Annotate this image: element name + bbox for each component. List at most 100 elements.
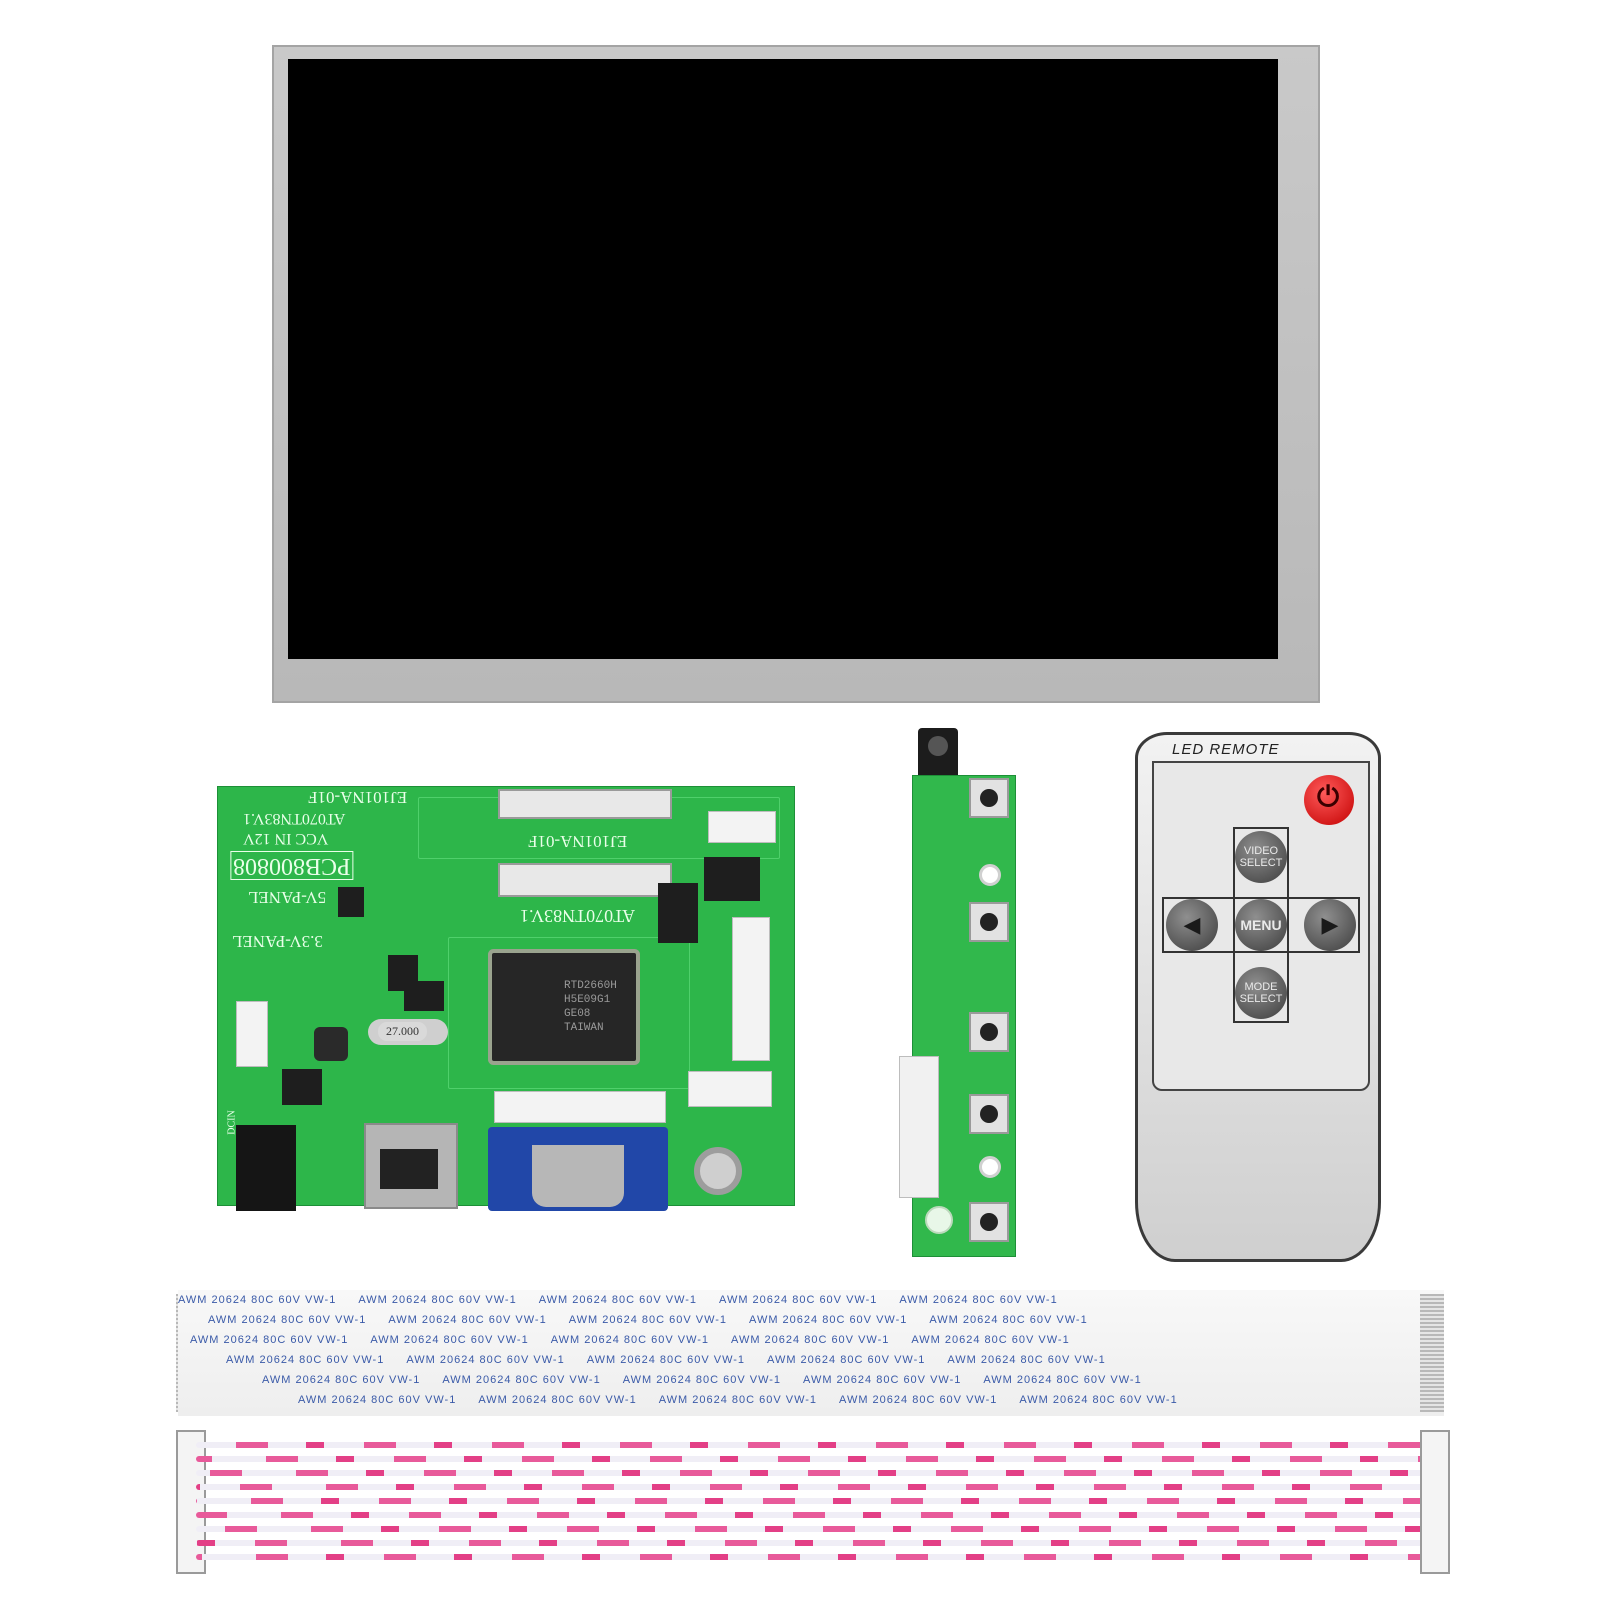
dpad-frame-horizontal bbox=[1162, 897, 1360, 953]
ffc-print: AWM 20624 80C 60V VW-1 bbox=[947, 1354, 1106, 1366]
harness-connector-right bbox=[1420, 1430, 1450, 1574]
ffc-print: AWM 20624 80C 60V VW-1 bbox=[226, 1354, 385, 1366]
ffc-print: AWM 20624 80C 60V VW-1 bbox=[550, 1334, 710, 1346]
vga-socket bbox=[532, 1145, 624, 1207]
ffc-print-row: AWM 20624 80C 60V VW-1 AWM 20624 80C 60V … bbox=[178, 1394, 1564, 1412]
crystal: 27.000 bbox=[368, 1019, 448, 1045]
white-connector bbox=[708, 811, 776, 843]
silk-5v-panel: 5V-PANEL bbox=[248, 888, 327, 907]
smd-chip bbox=[282, 1069, 322, 1105]
chip-line: RTD2660H bbox=[564, 980, 617, 992]
switch-cap bbox=[980, 1105, 998, 1123]
ffc-contacts-right bbox=[1420, 1294, 1444, 1412]
right-arrow-icon: ▶ bbox=[1321, 912, 1339, 937]
white-connector bbox=[688, 1071, 772, 1107]
lcd-panel bbox=[272, 45, 1320, 703]
right-button[interactable]: ▶ bbox=[1304, 899, 1356, 951]
tact-switch bbox=[969, 902, 1009, 942]
ffc-print: AWM 20624 80C 60V VW-1 bbox=[983, 1374, 1142, 1386]
silk-version: AT070TN83V.1 bbox=[243, 810, 346, 827]
ffc-print: AWM 20624 80C 60V VW-1 bbox=[911, 1334, 1070, 1346]
crystal-label: 27.000 bbox=[378, 1022, 427, 1041]
left-button[interactable]: ◀ bbox=[1166, 899, 1218, 951]
ffc-print-row: AWM 20624 80C 60V VW-1 AWM 20624 80C 60V … bbox=[178, 1374, 1528, 1392]
wire bbox=[196, 1526, 1434, 1532]
wire bbox=[196, 1442, 1434, 1448]
ffc-print: AWM 20624 80C 60V VW-1 bbox=[749, 1314, 908, 1326]
silk-pcb-id: PCB800808 bbox=[230, 851, 354, 880]
ffc-print: AWM 20624 80C 60V VW-1 bbox=[208, 1314, 367, 1326]
wire bbox=[196, 1470, 1434, 1476]
smd-chip bbox=[704, 857, 760, 901]
menu-button[interactable]: MENU bbox=[1235, 899, 1287, 951]
ffc-print-row: AWM 20624 80C 60V VW-1 AWM 20624 80C 60V … bbox=[178, 1334, 1456, 1352]
ffc-print: AWM 20624 80C 60V VW-1 bbox=[298, 1394, 457, 1406]
hdmi-socket bbox=[380, 1149, 438, 1189]
ffc-print: AWM 20624 80C 60V VW-1 bbox=[1019, 1394, 1178, 1406]
switch-cap bbox=[980, 1023, 998, 1041]
ffc-print: AWM 20624 80C 60V VW-1 bbox=[767, 1354, 926, 1366]
chip-line: GE08 TAIWAN bbox=[564, 1008, 604, 1034]
switch-cap bbox=[980, 1213, 998, 1231]
video-select-button[interactable]: VIDEO SELECT bbox=[1235, 831, 1287, 883]
dpad-frame-vertical bbox=[1233, 827, 1289, 1023]
left-arrow-icon: ◀ bbox=[1183, 912, 1201, 937]
remote-title: LED REMOTE bbox=[1172, 741, 1280, 758]
tact-switch bbox=[969, 1012, 1009, 1052]
switch-cap bbox=[980, 913, 998, 931]
smd-chip bbox=[338, 887, 364, 917]
smd-chip bbox=[658, 883, 698, 943]
ffc-print: AWM 20624 80C 60V VW-1 bbox=[388, 1314, 547, 1326]
key-board bbox=[899, 775, 1016, 1257]
ffc-print: AWM 20624 80C 60V VW-1 bbox=[538, 1294, 698, 1306]
status-led bbox=[925, 1206, 953, 1234]
scaler-chip: RTD2660H H5E09G1 GE08 TAIWAN bbox=[492, 953, 636, 1061]
tact-switch bbox=[969, 778, 1009, 818]
ir-receiver bbox=[918, 728, 958, 784]
key-connector bbox=[899, 1056, 939, 1198]
ffc-print: AWM 20624 80C 60V VW-1 bbox=[358, 1294, 517, 1306]
ffc-print: AWM 20624 80C 60V VW-1 bbox=[658, 1394, 818, 1406]
silk-fpc-model: EJ101NA-01F bbox=[528, 832, 628, 851]
ffc-print: AWM 20624 80C 60V VW-1 bbox=[406, 1354, 565, 1366]
tact-switch bbox=[969, 1202, 1009, 1242]
wire-harness bbox=[196, 1436, 1434, 1568]
driver-board: EJ101NA-01F AT070TN83V.1 VCC IN 12V PCB8… bbox=[217, 786, 795, 1211]
led-remote: LED REMOTE ⏻ VIDEO SELECT MENU MODE SELE… bbox=[1135, 732, 1381, 1262]
ffc-print: AWM 20624 80C 60V VW-1 bbox=[839, 1394, 998, 1406]
silk-fpc-version: AT070TN83V.1 bbox=[520, 906, 636, 926]
ffc-print: AWM 20624 80C 60V VW-1 bbox=[622, 1374, 782, 1386]
wire bbox=[196, 1484, 1434, 1490]
inductor bbox=[314, 1027, 348, 1061]
ffc-print: AWM 20624 80C 60V VW-1 bbox=[442, 1374, 601, 1386]
vga-port bbox=[488, 1127, 668, 1211]
ffc-print: AWM 20624 80C 60V VW-1 bbox=[899, 1294, 1058, 1306]
wire bbox=[196, 1456, 1434, 1462]
smd-chip bbox=[404, 981, 444, 1011]
silk-power: VCC IN 12V bbox=[243, 830, 329, 847]
mount-hole bbox=[979, 864, 1001, 886]
ffc-print: AWM 20624 80C 60V VW-1 bbox=[586, 1354, 746, 1366]
ffc-print: AWM 20624 80C 60V VW-1 bbox=[929, 1314, 1088, 1326]
mode-select-button[interactable]: MODE SELECT bbox=[1235, 967, 1287, 1019]
chip-marking: RTD2660H H5E09G1 GE08 TAIWAN bbox=[564, 979, 636, 1035]
ffc-print: AWM 20624 80C 60V VW-1 bbox=[803, 1374, 962, 1386]
hdmi-port bbox=[364, 1123, 458, 1209]
ffc-print-row: AWM 20624 80C 60V VW-1 AWM 20624 80C 60V … bbox=[178, 1314, 1474, 1332]
ffc-print: AWM 20624 80C 60V VW-1 bbox=[478, 1394, 637, 1406]
silk-33v-panel: 3.3V-PANEL bbox=[232, 932, 323, 951]
ffc-print-row: AWM 20624 80C 60V VW-1 AWM 20624 80C 60V … bbox=[178, 1354, 1492, 1372]
ffc-print: AWM 20624 80C 60V VW-1 bbox=[731, 1334, 890, 1346]
fpc-connector-top bbox=[498, 789, 672, 819]
wire bbox=[196, 1540, 1434, 1546]
dc-jack bbox=[236, 1125, 296, 1211]
pcb-trace bbox=[448, 937, 690, 1089]
lcd-screen bbox=[288, 59, 1278, 659]
power-button[interactable]: ⏻ bbox=[1304, 775, 1354, 825]
ffc-print: AWM 20624 80C 60V VW-1 bbox=[568, 1314, 728, 1326]
fpc-connector bbox=[498, 863, 672, 897]
ir-lens bbox=[928, 736, 948, 756]
rca-jack bbox=[694, 1147, 742, 1195]
silk-model: EJ101NA-01F bbox=[308, 788, 408, 807]
